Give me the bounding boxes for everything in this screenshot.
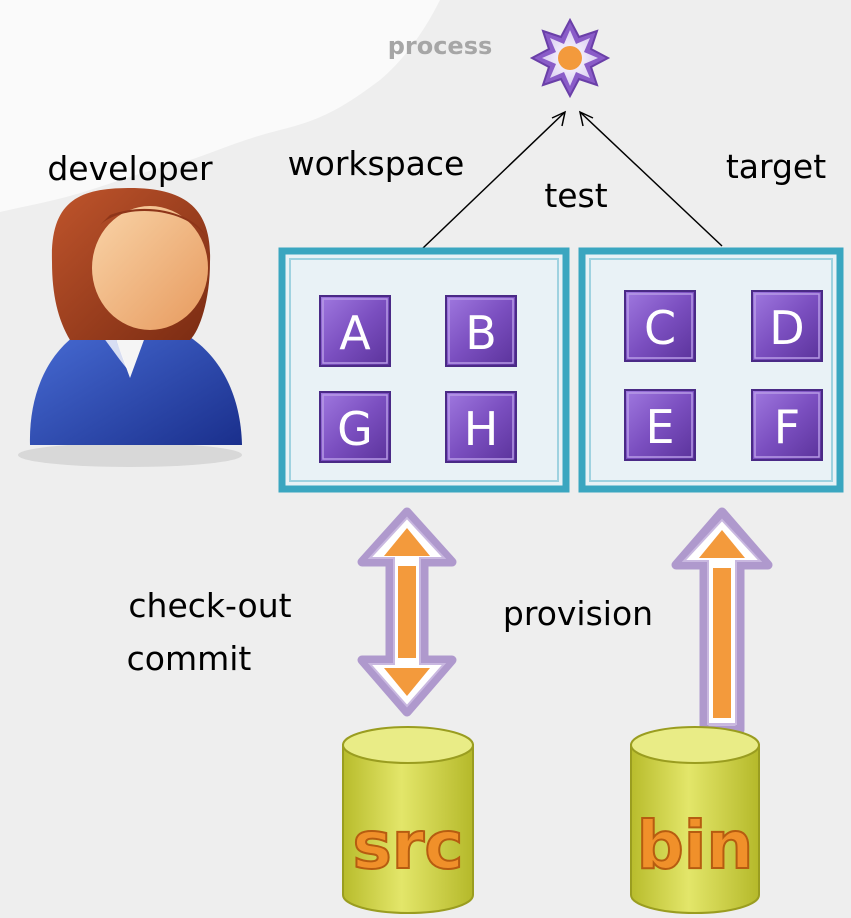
bin-label: bin bbox=[637, 807, 754, 884]
module-d: D bbox=[751, 290, 823, 362]
target-label: target bbox=[726, 147, 826, 186]
module-label: H bbox=[464, 402, 499, 456]
checkout-commit-arrow bbox=[357, 507, 457, 717]
src-repository: src bbox=[342, 726, 474, 914]
module-label: F bbox=[774, 400, 800, 454]
commit-label: commit bbox=[127, 639, 252, 678]
module-label: C bbox=[644, 301, 676, 355]
src-label: src bbox=[353, 807, 464, 884]
checkout-label: check-out bbox=[128, 586, 291, 625]
test-label: test bbox=[544, 176, 607, 215]
target-modules: C D E F bbox=[624, 290, 823, 461]
developer-suit bbox=[29, 318, 242, 445]
paper-corner bbox=[0, 0, 440, 212]
module-f: F bbox=[751, 389, 823, 461]
module-a: A bbox=[319, 295, 391, 367]
developer-label: developer bbox=[47, 149, 213, 188]
module-h: H bbox=[445, 391, 517, 463]
target-to-process-line bbox=[579, 111, 723, 247]
developer-avatar bbox=[18, 188, 242, 467]
process-gear-icon bbox=[529, 17, 611, 99]
workspace-modules: A B G H bbox=[319, 295, 517, 463]
module-label: D bbox=[769, 301, 804, 355]
process-label: process bbox=[388, 32, 493, 60]
workspace-label: workspace bbox=[288, 144, 465, 183]
workspace-to-process-line bbox=[422, 111, 566, 249]
module-c: C bbox=[624, 290, 696, 362]
arrowhead-left bbox=[551, 110, 567, 127]
arrowhead-right bbox=[578, 110, 594, 127]
module-b: B bbox=[445, 295, 517, 367]
module-e: E bbox=[624, 389, 696, 461]
provision-label: provision bbox=[503, 594, 653, 633]
module-label: B bbox=[465, 306, 497, 360]
module-label: G bbox=[337, 402, 373, 456]
module-label: A bbox=[339, 306, 371, 360]
bin-repository: bin bbox=[630, 726, 760, 914]
developer-face bbox=[92, 206, 208, 330]
module-g: G bbox=[319, 391, 391, 463]
module-label: E bbox=[645, 400, 674, 454]
